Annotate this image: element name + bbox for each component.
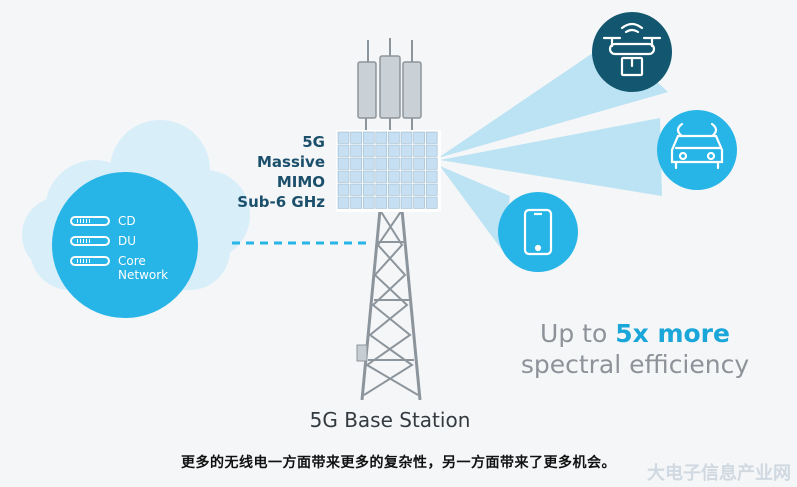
drone-icon xyxy=(602,22,662,77)
equipment-box xyxy=(356,344,368,362)
mimo-antenna-element xyxy=(337,131,350,144)
mimo-antenna-element xyxy=(425,170,438,183)
cloud-item-label: CD xyxy=(118,214,136,228)
mimo-antenna-element xyxy=(350,183,362,196)
mimo-antenna-element xyxy=(400,157,413,170)
watermark: 大电子信息产业网 xyxy=(647,463,791,484)
efficiency-prefix: Up to xyxy=(540,319,616,348)
cloud-circle xyxy=(52,172,198,318)
mimo-antenna-element xyxy=(362,196,375,209)
mimo-antenna-element xyxy=(375,157,388,170)
mimo-antenna-element xyxy=(375,131,388,144)
mimo-antenna-element xyxy=(388,196,400,209)
mimo-antenna-element xyxy=(400,170,413,183)
mimo-antenna-panel xyxy=(336,130,441,212)
smartphone-icon xyxy=(523,208,553,256)
mimo-antenna-element xyxy=(388,157,400,170)
beam-to-car xyxy=(440,118,662,196)
cloud-item-cd: CD xyxy=(70,214,168,228)
efficiency-suffix: spectral efficiency xyxy=(520,350,750,379)
mimo-antenna-element xyxy=(400,183,413,196)
server-icon xyxy=(70,236,110,246)
mimo-antenna-element xyxy=(362,170,375,183)
mimo-antenna-element xyxy=(337,170,350,183)
server-icon xyxy=(70,216,110,226)
mimo-antenna-element xyxy=(337,157,350,170)
efficiency-line-1: Up to 5x more xyxy=(520,318,750,349)
mimo-antenna-element xyxy=(413,144,425,157)
mimo-antenna-element xyxy=(400,144,413,157)
cloud-network-list: CD DU Core Network xyxy=(70,214,168,288)
mimo-antenna-element xyxy=(362,157,375,170)
mimo-antenna-element xyxy=(337,183,350,196)
mimo-antenna-element xyxy=(375,170,388,183)
mimo-antenna-element xyxy=(350,157,362,170)
server-icon xyxy=(70,256,110,266)
mimo-antenna-element xyxy=(375,144,388,157)
antenna-masts xyxy=(357,38,422,132)
beam-to-phone xyxy=(440,166,510,250)
tower xyxy=(360,209,422,401)
car-icon xyxy=(670,122,724,170)
efficiency-highlight: 5x more xyxy=(615,319,730,348)
mimo-antenna-element xyxy=(337,196,350,209)
mimo-antenna-element xyxy=(413,196,425,209)
mimo-antenna-element xyxy=(413,183,425,196)
antenna-spec-line: MIMO xyxy=(276,173,325,191)
mimo-antenna-element xyxy=(425,144,438,157)
mimo-antenna-element xyxy=(425,157,438,170)
mimo-antenna-element xyxy=(362,144,375,157)
mimo-antenna-element xyxy=(350,170,362,183)
base-station-label: 5G Base Station xyxy=(309,408,471,432)
mimo-antenna-element xyxy=(375,183,388,196)
cloud-item-label: DU xyxy=(118,234,137,248)
mimo-antenna-element xyxy=(425,131,438,144)
mimo-antenna-element xyxy=(362,131,375,144)
mimo-antenna-element xyxy=(388,131,400,144)
phone-badge xyxy=(498,192,578,272)
mimo-antenna-element xyxy=(350,131,362,144)
mimo-antenna-element xyxy=(400,196,413,209)
antenna-spec-line: Massive xyxy=(257,153,325,171)
drone-badge xyxy=(592,12,672,92)
cloud-item-core-network: Core Network xyxy=(70,254,168,282)
antenna-spec-line: Sub-6 GHz xyxy=(237,193,325,211)
mimo-antenna-element xyxy=(388,144,400,157)
mimo-antenna-element xyxy=(413,170,425,183)
mimo-antenna-element xyxy=(375,196,388,209)
mimo-antenna-element xyxy=(350,196,362,209)
mimo-antenna-element xyxy=(362,183,375,196)
mimo-antenna-element xyxy=(413,157,425,170)
car-badge xyxy=(657,110,737,190)
caption: 更多的无线电一方面带来更多的复杂性，另一方面带来了更多机会。 xyxy=(181,455,616,471)
efficiency-callout: Up to 5x more spectral efficiency xyxy=(520,318,750,380)
mimo-antenna-element xyxy=(388,170,400,183)
mimo-antenna-element xyxy=(425,183,438,196)
mimo-antenna-element xyxy=(425,196,438,209)
antenna-spec-label: 5G Massive MIMO Sub-6 GHz xyxy=(237,132,325,212)
mimo-antenna-element xyxy=(413,131,425,144)
cloud-item-label: Core Network xyxy=(118,254,169,282)
mimo-antenna-element xyxy=(350,144,362,157)
antenna-spec-line: 5G xyxy=(302,133,325,151)
cloud-item-du: DU xyxy=(70,234,168,248)
mimo-antenna-element xyxy=(337,144,350,157)
mimo-antenna-element xyxy=(388,183,400,196)
mimo-antenna-element xyxy=(400,131,413,144)
